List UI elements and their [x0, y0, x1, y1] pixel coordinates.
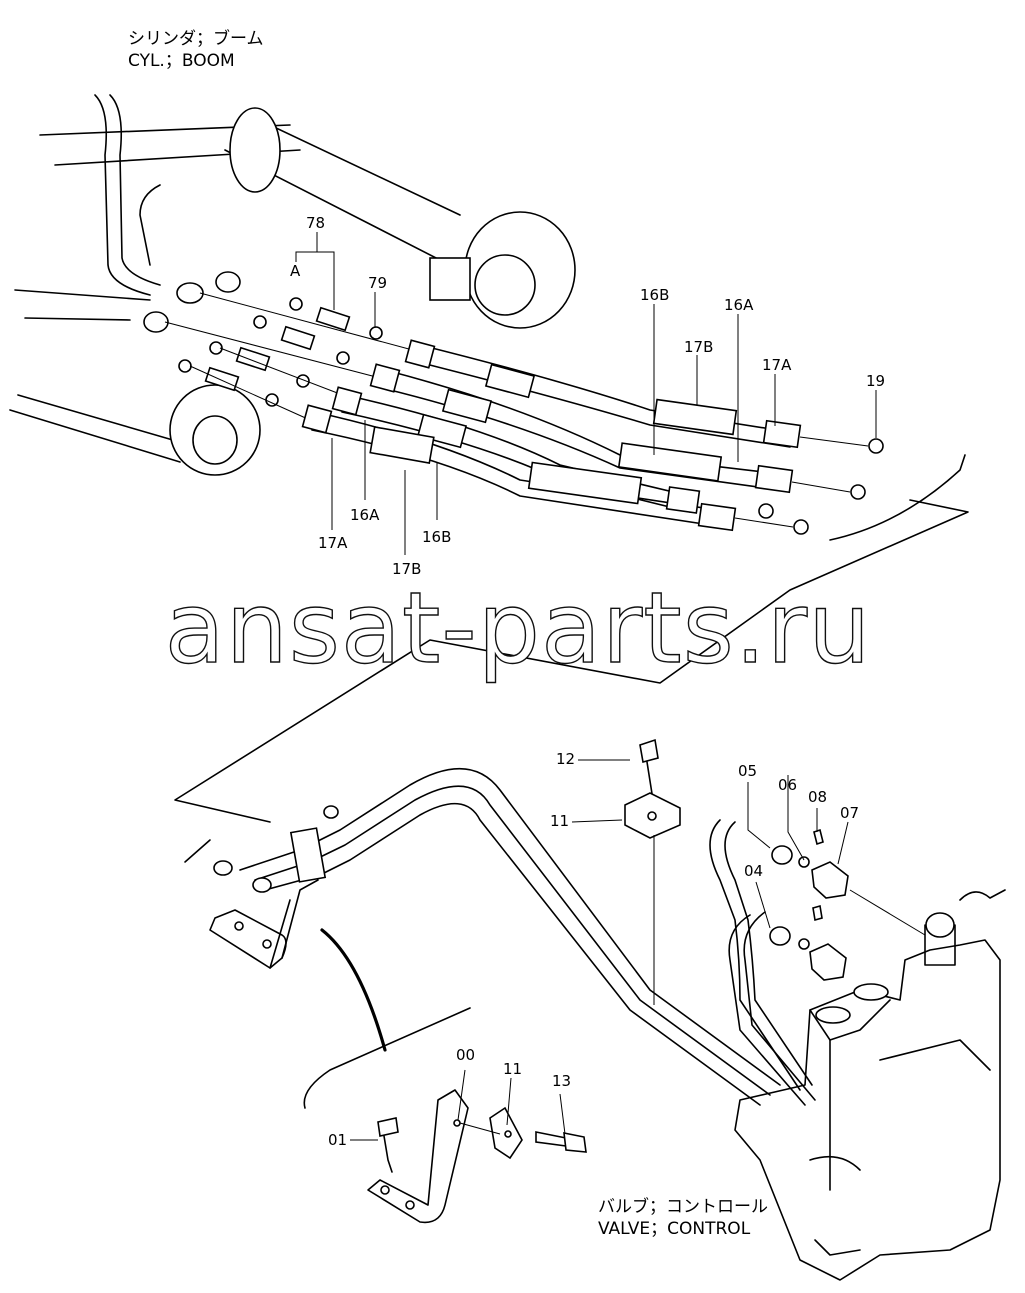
callout-17A-bottom: 17A: [318, 534, 348, 552]
cylinder-title-jp: シリンダ；ブーム: [128, 29, 264, 49]
boom-cylinder-lower: [9, 289, 261, 476]
leader-lines-upper: [295, 232, 877, 555]
boom-cylinder-upper: [39, 94, 576, 329]
callout-17A-top: 17A: [762, 356, 792, 374]
callout-13: 13: [552, 1072, 572, 1090]
fittings-left: [143, 271, 421, 421]
callout-00: 00: [456, 1046, 476, 1064]
valve-fittings: [624, 738, 849, 981]
callout-12: 12: [556, 750, 576, 768]
hose-bundle: [301, 339, 884, 535]
leader-lines-lower: [350, 759, 849, 1141]
bracket-upper: [209, 879, 319, 969]
callout-79: 79: [368, 274, 388, 292]
control-valve-body: [734, 889, 1006, 1281]
callout-05: 05: [738, 762, 758, 780]
callout-A: A: [290, 262, 301, 280]
callout-01: 01: [328, 1131, 348, 1149]
callout-08: 08: [808, 788, 828, 806]
callout-16B-bottom: 16B: [422, 528, 452, 546]
detail-arrow: [320, 928, 387, 1052]
callout-11-bottom: 11: [503, 1060, 523, 1078]
callout-16A-bottom: 16A: [350, 506, 380, 524]
callout-06: 06: [778, 776, 798, 794]
callout-04: 04: [744, 862, 764, 880]
callout-19: 19: [866, 372, 886, 390]
callout-07: 07: [840, 804, 860, 822]
callout-17B-top: 17B: [684, 338, 714, 356]
callout-16A-top: 16A: [724, 296, 754, 314]
watermark-text: ansat-parts.ru: [164, 572, 872, 686]
callout-16B-top: 16B: [640, 286, 670, 304]
callout-11-top: 11: [550, 812, 570, 830]
valve-title-en: VALVE；CONTROL: [598, 1219, 751, 1239]
cylinder-title-en: CYL.；BOOM: [128, 51, 235, 71]
pipes-lower: [213, 767, 816, 1106]
boundary-lines: [174, 454, 969, 863]
callout-78: 78: [306, 214, 326, 232]
callout-17B-bottom: 17B: [392, 560, 422, 578]
valve-title-jp: バルブ；コントロール: [598, 1197, 768, 1217]
detail-view-bracket: [303, 1007, 587, 1224]
